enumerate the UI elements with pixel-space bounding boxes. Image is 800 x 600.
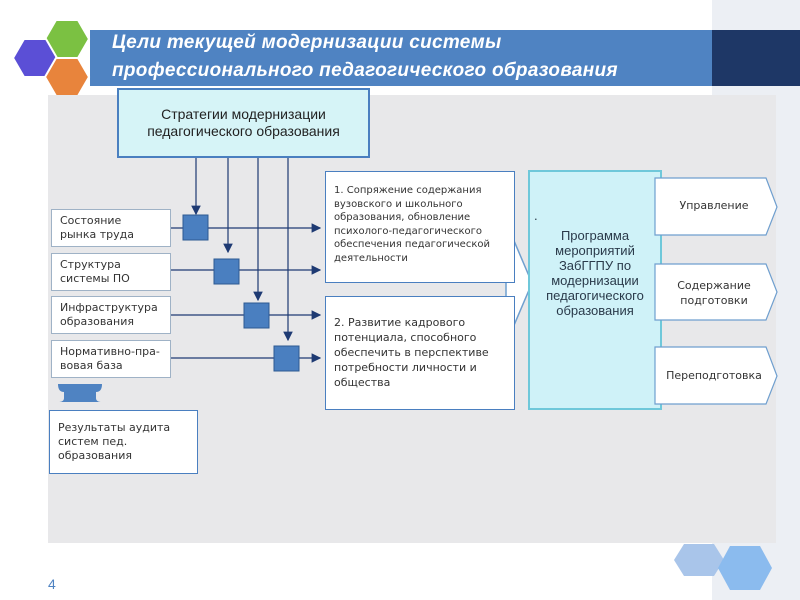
junction-node-2 bbox=[213, 258, 240, 285]
program-label: Программа мероприятий ЗабГГПУ по модерни… bbox=[546, 228, 644, 318]
header-band bbox=[90, 30, 800, 86]
factor-line1: Нормативно-пра- bbox=[60, 345, 160, 358]
audit-box: Результаты аудита систем пед. образовани… bbox=[49, 410, 198, 474]
factor-line2: вовая база bbox=[60, 359, 123, 372]
factor-line1: Структура bbox=[60, 258, 121, 271]
factor-line2: рынка труда bbox=[60, 228, 134, 241]
decor-hexagons bbox=[674, 544, 772, 590]
outcome-shape-3 bbox=[654, 346, 778, 405]
factor-box-labor-market: Состояние рынка труда bbox=[51, 209, 171, 247]
plinth-shape bbox=[58, 384, 102, 402]
junction-node-1 bbox=[182, 214, 209, 241]
factor-line1: Инфраструктура bbox=[60, 301, 158, 314]
factor-box-legal-base: Нормативно-пра- вовая база bbox=[51, 340, 171, 378]
goal-box-2: 2. Развитие кадрового потенциала, способ… bbox=[325, 296, 515, 410]
goal-box-1: 1. Сопряжение содержания вузовского и шк… bbox=[325, 171, 515, 283]
strategy-box: Стратегии модернизации педагогического о… bbox=[117, 88, 370, 158]
program-dot: . bbox=[534, 208, 538, 223]
factor-box-infrastructure: Инфраструктура образования bbox=[51, 296, 171, 334]
header-dark-block bbox=[712, 30, 800, 86]
factor-line1: Состояние bbox=[60, 214, 122, 227]
outcome-shape-2 bbox=[654, 263, 778, 321]
factor-line2: образования bbox=[60, 315, 134, 328]
factor-box-structure: Структура системы ПО bbox=[51, 253, 171, 291]
factor-line2: системы ПО bbox=[60, 272, 130, 285]
outcome-content: Содержание подготовки bbox=[677, 279, 751, 307]
hexagon-sky-blue bbox=[718, 546, 772, 590]
outcome-management: Управление bbox=[679, 199, 749, 212]
slide-title-line2: профессионального педагогического образо… bbox=[112, 60, 618, 81]
hexagon-logo bbox=[11, 19, 91, 97]
outcome-shape-1 bbox=[654, 177, 778, 236]
junction-node-4 bbox=[273, 345, 300, 372]
page-number: 4 bbox=[48, 576, 56, 592]
outcome-retraining: Переподготовка bbox=[666, 369, 762, 382]
program-box: . Программа мероприятий ЗабГГПУ по модер… bbox=[528, 170, 662, 410]
hexagon-light-blue bbox=[674, 544, 724, 576]
junction-node-3 bbox=[243, 302, 270, 329]
slide-title-line1: Цели текущей модернизации системы bbox=[112, 32, 502, 53]
